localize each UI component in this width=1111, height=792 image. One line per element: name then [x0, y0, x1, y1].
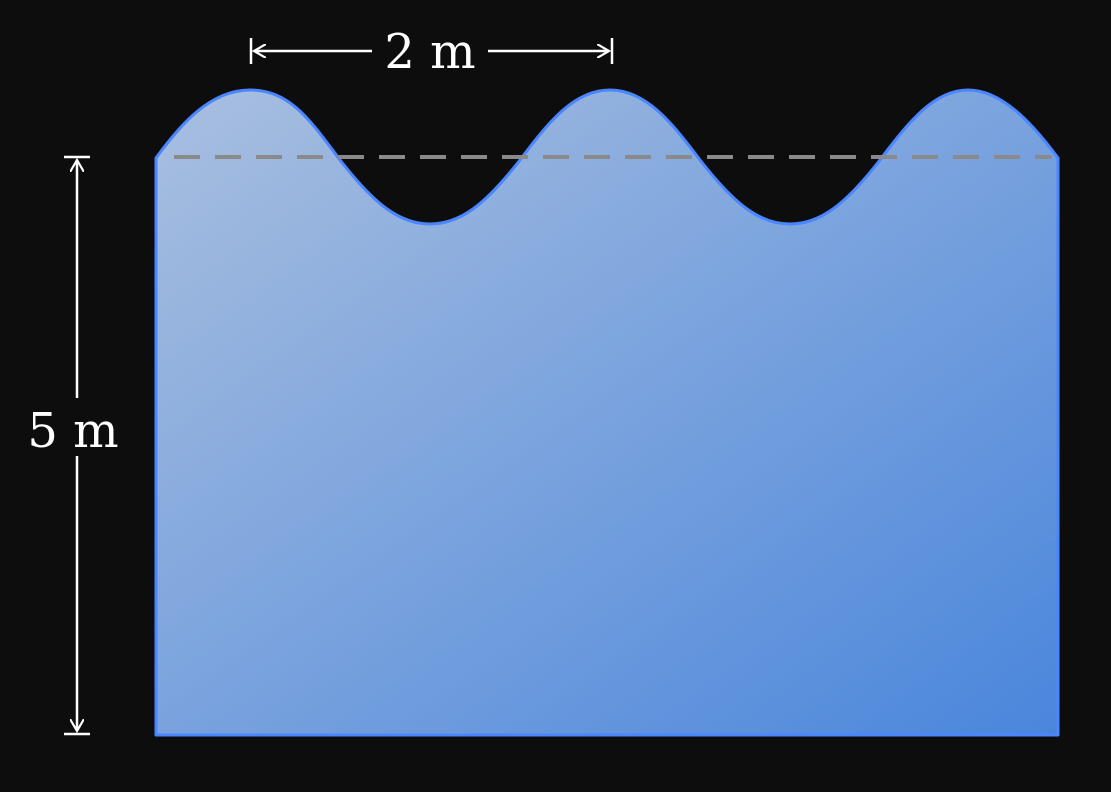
depth-label: 5 m: [27, 403, 118, 459]
wavelength-label: 2 m: [384, 24, 475, 80]
depth-dimension: 5 m: [27, 155, 119, 736]
wavelength-dimension: 2 m: [249, 24, 614, 80]
water-body: [154, 88, 1060, 737]
